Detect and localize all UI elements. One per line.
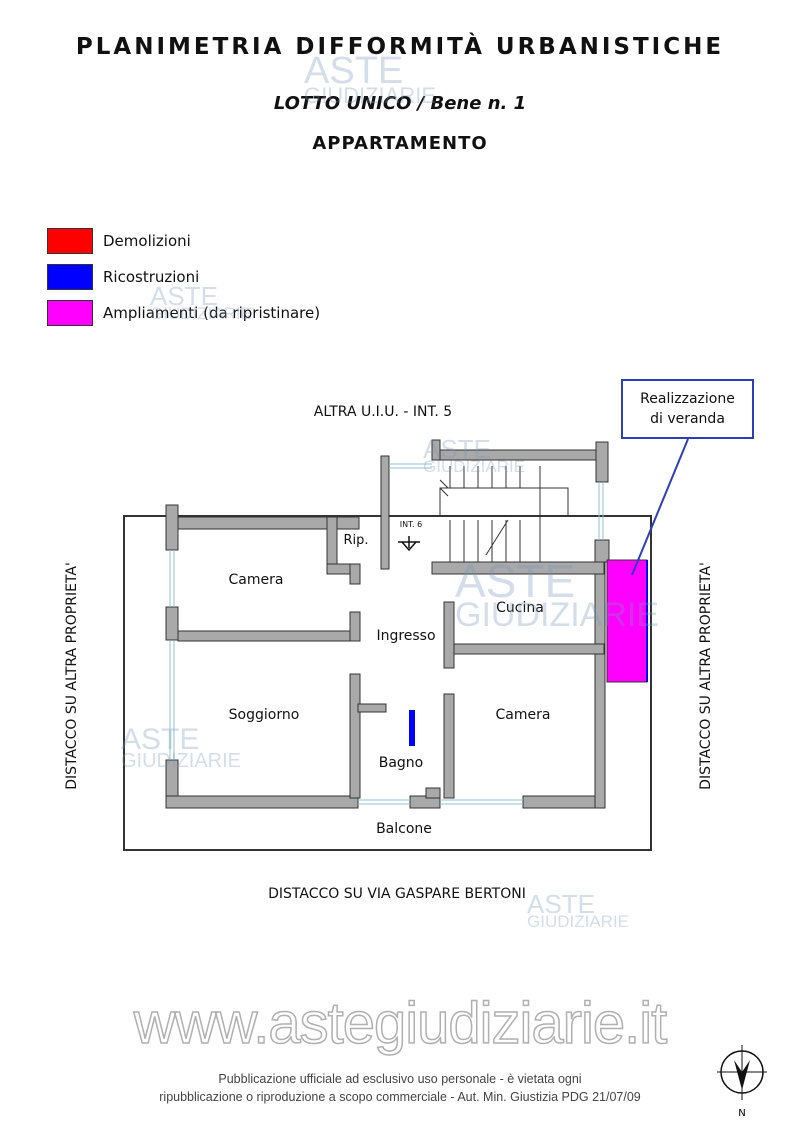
staircase	[439, 466, 569, 562]
room-int: INT. 6	[400, 520, 422, 529]
legend-swatch-blue	[47, 264, 93, 290]
lot-subtitle: LOTTO UNICO / Bene n. 1	[273, 93, 527, 114]
room-ingresso: Ingresso	[376, 628, 435, 644]
site-watermark: www.astegiudiziarie.it	[133, 990, 668, 1057]
walls	[165, 439, 610, 809]
label-bottom: DISTACCO SU VIA GASPARE BERTONI	[268, 886, 526, 902]
legend-swatch-magenta	[47, 300, 93, 326]
windows	[169, 463, 604, 805]
callout-leader	[631, 438, 689, 576]
label-top: ALTRA U.I.U. - INT. 5	[314, 404, 452, 420]
veranda-extension	[606, 559, 648, 683]
room-balcone: Balcone	[376, 821, 432, 837]
page-title: PLANIMETRIA DIFFORMITÀ URBANISTICHE	[75, 34, 725, 60]
room-camera-right: Camera	[496, 707, 551, 723]
disclaimer-line-2: ripubblicazione o riproduzione a scopo c…	[159, 1090, 641, 1104]
entrance-arrow-icon	[398, 536, 420, 552]
label-left: DISTACCO SU ALTRA PROPRIETA'	[64, 562, 80, 790]
room-cucina: Cucina	[496, 600, 544, 616]
unit-type-heading: APPARTAMENTO	[312, 133, 488, 154]
north-arrow-icon: N	[717, 1045, 767, 1119]
legend-label: Demolizioni	[103, 232, 191, 250]
legend-item-ampliamenti: Ampliamenti (da ripristinare)	[47, 300, 320, 326]
label-right: DISTACCO SU ALTRA PROPRIETA'	[698, 562, 714, 790]
room-bagno: Bagno	[379, 755, 424, 771]
reconstruction-wall	[409, 710, 415, 746]
disclaimer-line-1: Pubblicazione ufficiale ad esclusivo uso…	[218, 1072, 582, 1086]
legend-label: Ricostruzioni	[103, 268, 200, 286]
room-rip: Rip.	[343, 533, 368, 548]
room-camera-top: Camera	[229, 572, 284, 588]
room-soggiorno: Soggiorno	[229, 707, 300, 723]
legend-label: Ampliamenti (da ripristinare)	[103, 304, 321, 322]
north-label: N	[738, 1108, 745, 1119]
footer-disclaimer: Pubblicazione ufficiale ad esclusivo uso…	[0, 1070, 800, 1106]
callout-line-2: di veranda	[650, 411, 725, 427]
callout-line-1: Realizzazione	[640, 391, 735, 407]
legend-swatch-red	[47, 228, 93, 254]
legend-item-demolizioni: Demolizioni	[47, 228, 191, 254]
veranda-callout: Realizzazione di veranda	[621, 379, 754, 439]
legend-item-ricostruzioni: Ricostruzioni	[47, 264, 199, 290]
